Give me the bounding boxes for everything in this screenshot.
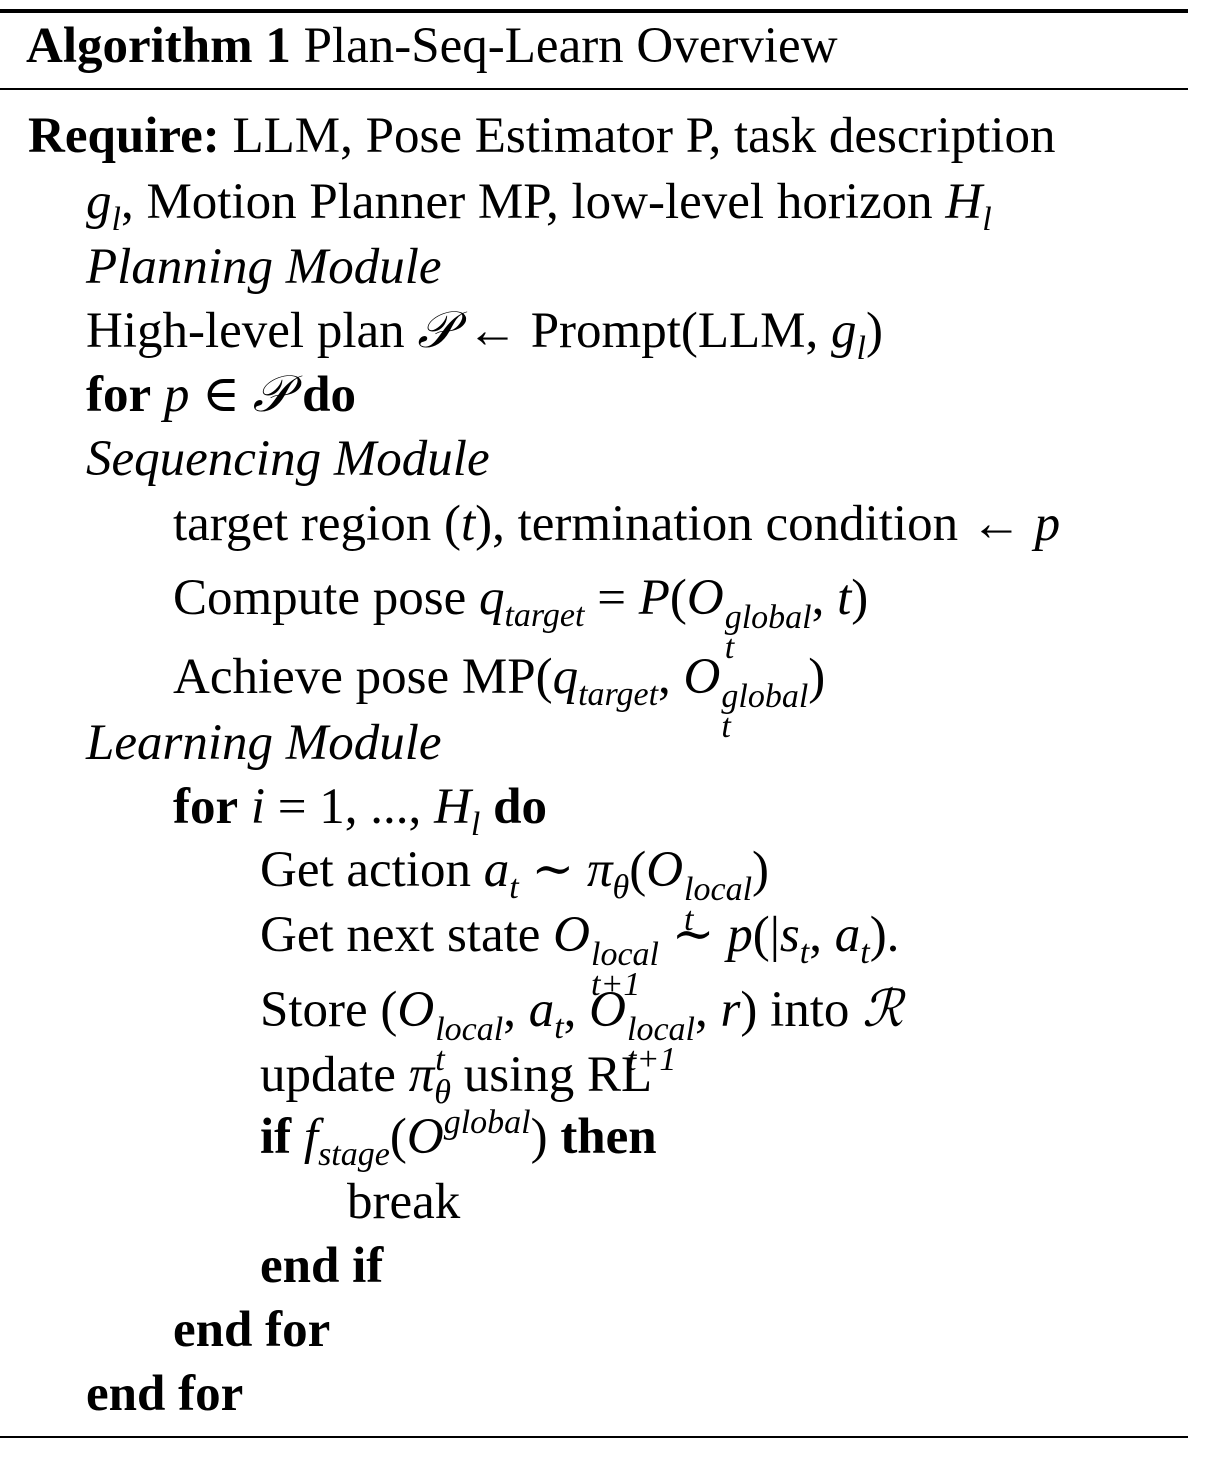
target-region-line: target region (t), termination condition… <box>173 496 1061 552</box>
math-p-in-P: p <box>163 367 190 423</box>
math-g-l: gl <box>86 174 121 238</box>
algorithm-title: Plan-Seq-Learn Overview <box>303 18 838 74</box>
get-action-text: Get action <box>260 842 484 898</box>
for-keyword: for <box>86 367 152 423</box>
require-line: Require: LLM, Pose Estimator P, task des… <box>28 106 1055 166</box>
target-region-text: target region ( <box>173 496 461 552</box>
require-keyword: Require: <box>28 108 220 164</box>
top-rule <box>0 9 1188 13</box>
if-line: if fstage(Oglobal) then <box>260 1104 657 1173</box>
update-line: update πθ using RL <box>260 1047 653 1111</box>
end-if-line: end if <box>260 1238 384 1294</box>
for-inner-line: for i = 1, ..., Hl do <box>173 779 547 843</box>
compute-pose-text: Compute pose <box>173 570 479 626</box>
do-keyword: do <box>302 367 357 423</box>
store-text: Store ( <box>260 982 398 1038</box>
learning-module-heading: Learning Module <box>86 715 442 771</box>
math-H-l: Hl <box>945 174 992 238</box>
achieve-pose-text: Achieve pose MP( <box>173 649 553 705</box>
into-text: ) into <box>740 982 863 1038</box>
bottom-rule <box>0 1436 1188 1438</box>
break-line: break <box>347 1174 461 1230</box>
update-text: update <box>260 1047 409 1103</box>
high-level-plan-text: High-level plan <box>86 303 418 359</box>
require-text: LLM, Pose Estimator P, task description <box>219 108 1056 164</box>
sequencing-module-heading: Sequencing Module <box>86 431 490 487</box>
require-cont-text: , Motion Planner MP, low-level horizon <box>120 174 946 230</box>
do-inner-keyword: do <box>493 779 547 835</box>
prompt-text: Prompt(LLM, <box>517 303 832 359</box>
require-continuation: gl, Motion Planner MP, low-level horizon… <box>86 172 992 238</box>
end-for-inner-line: end for <box>173 1302 331 1358</box>
high-level-plan-line: High-level plan 𝒫 ← Prompt(LLM, gl) <box>86 301 883 367</box>
for-inner-keyword: for <box>173 779 239 835</box>
end-for-outer-line: end for <box>86 1366 244 1422</box>
algorithm-caption: Algorithm 1 Plan-Seq-Learn Overview <box>26 16 838 76</box>
math-P-cal: 𝒫 <box>417 301 455 360</box>
get-next-state-text: Get next state <box>260 907 554 963</box>
if-keyword: if <box>260 1109 292 1165</box>
header-rule <box>0 88 1188 90</box>
for-outer-line: for p ∈ 𝒫 do <box>86 365 357 424</box>
planning-module-heading: Planning Module <box>86 239 442 295</box>
using-rl-text: using RL <box>450 1047 653 1103</box>
termination-text: ), termination condition <box>475 496 971 552</box>
math-g-l-2: gl <box>831 303 866 367</box>
algorithm-label: Algorithm 1 <box>26 18 291 74</box>
then-keyword: then <box>560 1109 657 1165</box>
